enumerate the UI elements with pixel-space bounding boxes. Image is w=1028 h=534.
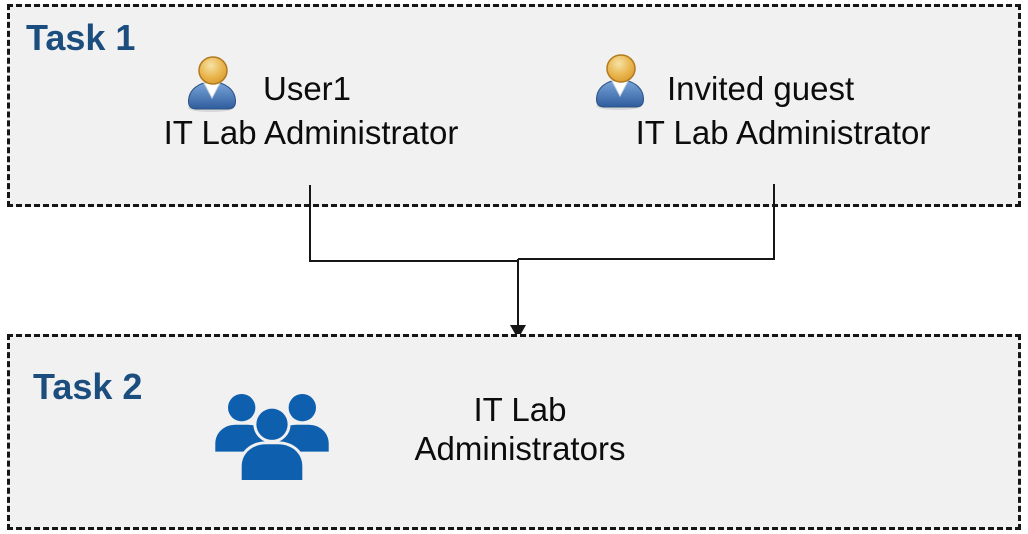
front-person: [238, 405, 306, 480]
group-name-line1: IT Lab: [473, 391, 567, 428]
user1-role: IT Lab Administrator: [163, 114, 459, 151]
group-name: IT Lab Administrators: [360, 390, 680, 468]
task2-panel: [7, 334, 1021, 530]
task1-panel: [7, 4, 1021, 207]
people-group-icon: [215, 393, 329, 480]
user2-role: IT Lab Administrator: [635, 114, 931, 151]
person-icon: [595, 54, 645, 110]
person-icon: [187, 56, 237, 112]
user1-name: User1: [263, 70, 352, 107]
task2-label: Task 2: [33, 366, 143, 407]
task1-label: Task 1: [26, 17, 136, 58]
group-name-line2: Administrators: [414, 430, 626, 467]
user2-name: Invited guest: [667, 70, 855, 107]
